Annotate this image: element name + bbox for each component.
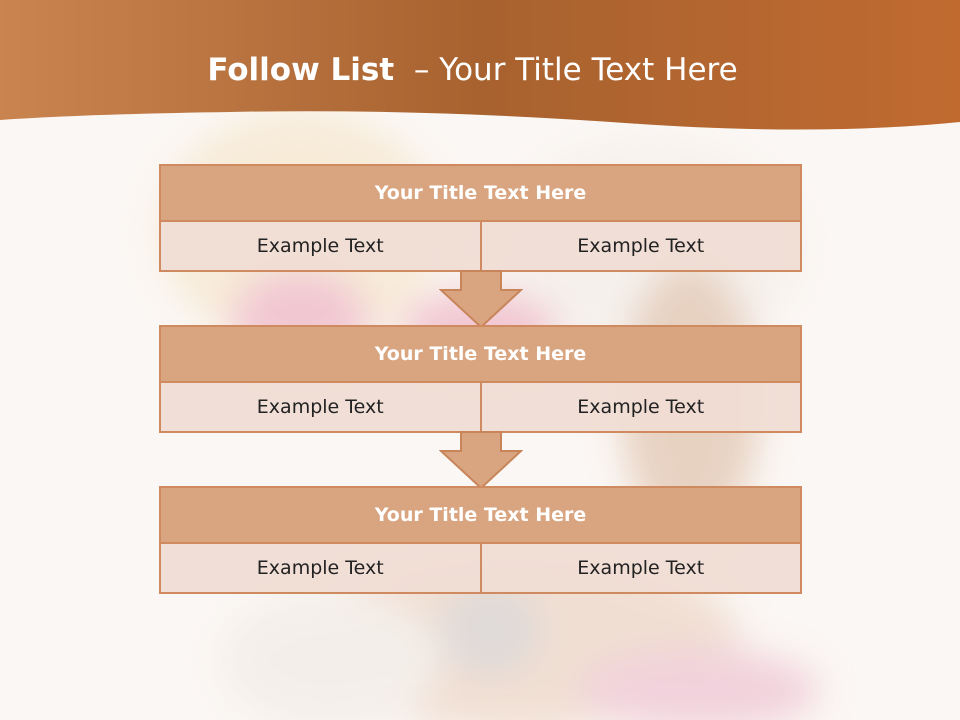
block-cell-left: Example Text xyxy=(161,544,480,592)
block-cell-left: Example Text xyxy=(161,383,480,431)
list-block-1: Your Title Text Here Example Text Exampl… xyxy=(159,164,802,272)
block-cell-right: Example Text xyxy=(479,383,800,431)
title-bold: Follow List xyxy=(207,52,395,88)
down-arrow-icon xyxy=(439,431,523,490)
down-arrow-icon xyxy=(439,270,523,329)
block-cell-right: Example Text xyxy=(479,222,800,270)
block-title: Your Title Text Here xyxy=(161,488,800,544)
block-row: Example Text Example Text xyxy=(161,222,800,270)
header-band xyxy=(0,0,960,130)
block-row: Example Text Example Text xyxy=(161,544,800,592)
list-block-2: Your Title Text Here Example Text Exampl… xyxy=(159,325,802,433)
list-block-3: Your Title Text Here Example Text Exampl… xyxy=(159,486,802,594)
block-cell-left: Example Text xyxy=(161,222,480,270)
block-title: Your Title Text Here xyxy=(161,327,800,383)
title-rest: – Your Title Text Here xyxy=(413,52,738,88)
block-row: Example Text Example Text xyxy=(161,383,800,431)
block-title: Your Title Text Here xyxy=(161,166,800,222)
block-cell-right: Example Text xyxy=(479,544,800,592)
slide-title: Follow List – Your Title Text Here xyxy=(0,52,945,88)
